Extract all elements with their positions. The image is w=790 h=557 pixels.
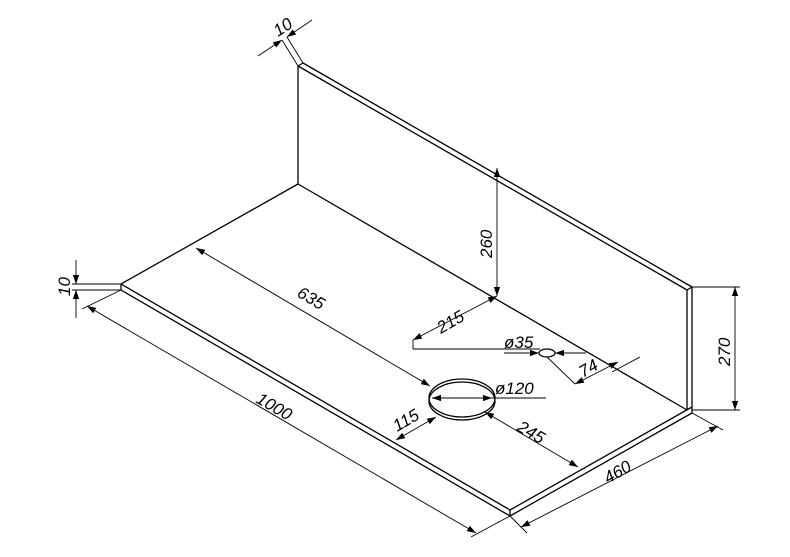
dim-label: 115 — [390, 405, 423, 435]
dim-label: 260 — [477, 229, 496, 259]
dim-hole-along: 635 — [195, 247, 431, 387]
dim-label: ø35 — [504, 333, 534, 352]
large-hole — [428, 378, 496, 421]
dim-wall-thickness: 10 — [257, 14, 313, 67]
dim-small-hole-spacing: 74 — [546, 356, 641, 385]
dim-small-hole: ø35 — [504, 333, 586, 357]
dim-label: 215 — [433, 307, 468, 338]
dim-label: 10 — [55, 277, 74, 296]
dim-label: 270 — [715, 337, 734, 367]
dim-label: 1000 — [253, 389, 296, 425]
dim-large-hole: ø120 — [432, 379, 546, 402]
dim-label: 10 — [270, 14, 297, 41]
dim-slab-thickness: 10 — [55, 260, 121, 318]
dim-label: ø120 — [495, 379, 534, 398]
dim-wall-height-outer: 270 — [692, 286, 740, 411]
slab-outline — [120, 183, 693, 517]
dim-wall-height-inner: 260 — [477, 168, 501, 296]
dim-hole-across: 115 — [390, 405, 437, 441]
small-hole — [538, 348, 556, 358]
dim-label: 74 — [576, 356, 602, 382]
dim-large-hole-offset: 245 — [484, 411, 579, 468]
dim-label: 245 — [513, 417, 548, 448]
